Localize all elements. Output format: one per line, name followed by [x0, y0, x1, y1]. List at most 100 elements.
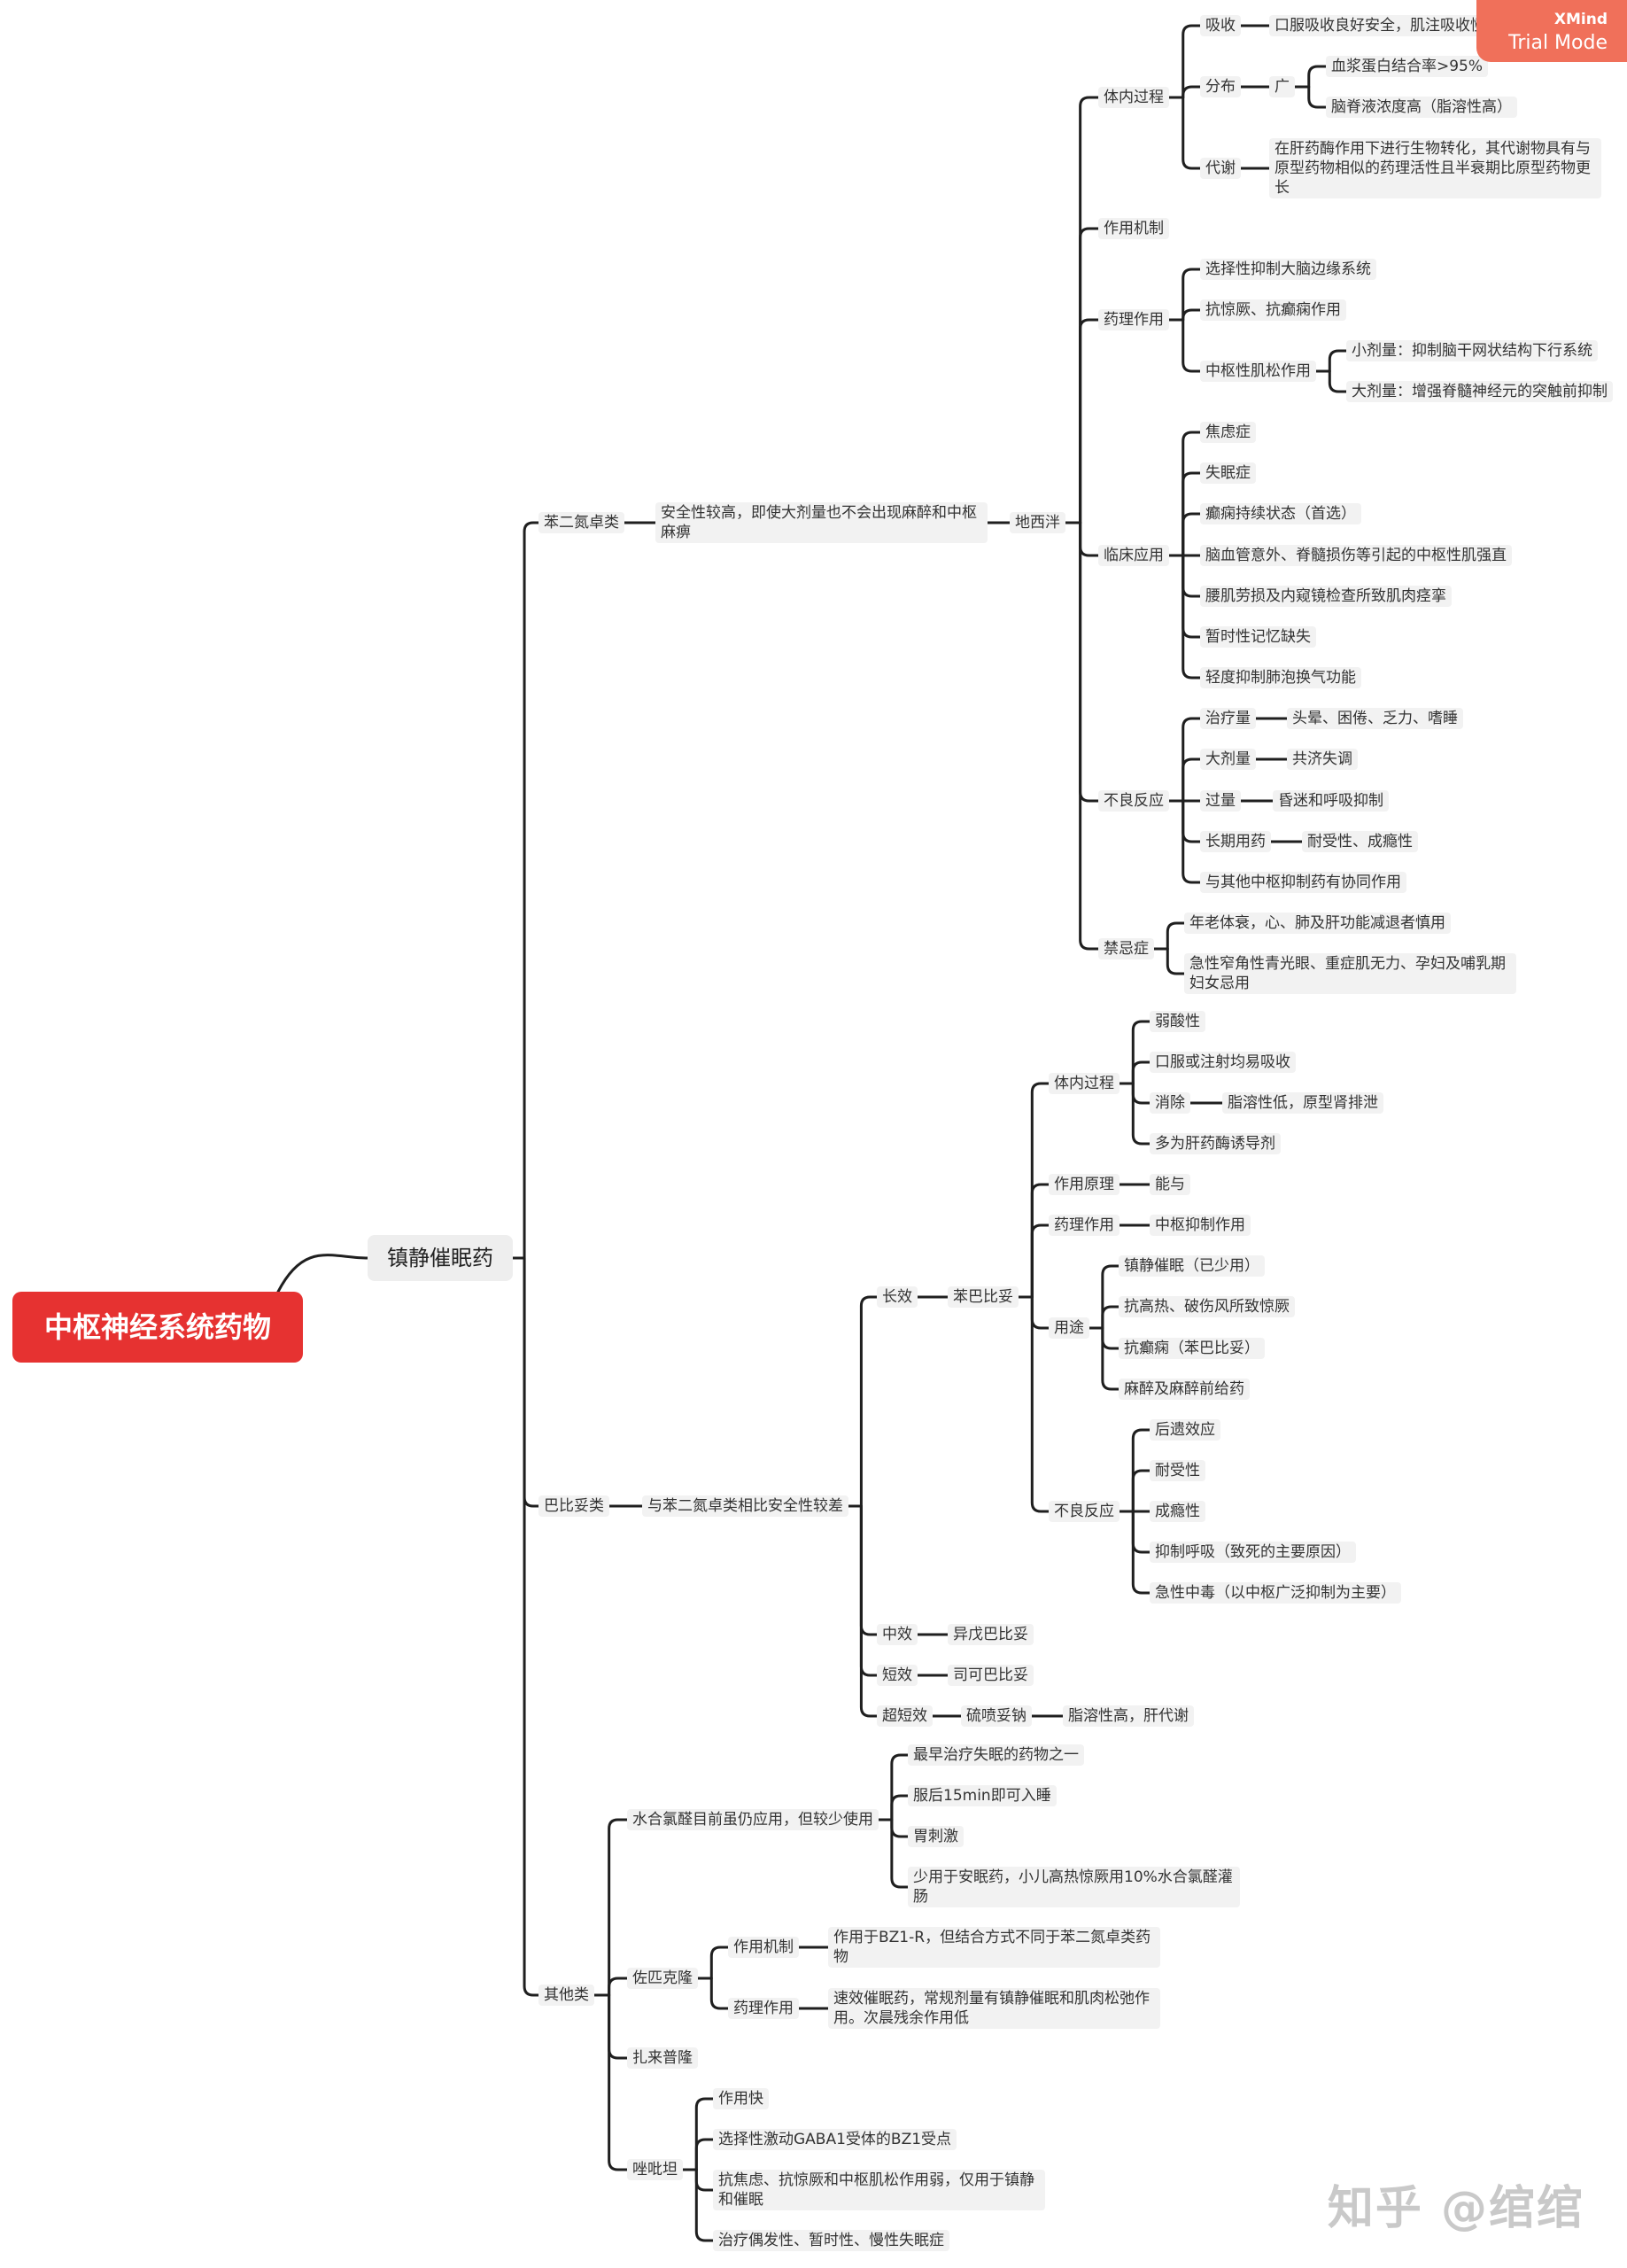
connector — [1167, 24, 1202, 99]
topic-node[interactable]: 作用于BZ1-R，但结合方式不同于苯二氮卓类药物 — [828, 1927, 1160, 1968]
topic-node[interactable]: 用途 — [1049, 1317, 1089, 1339]
topic-node[interactable]: 不良反应 — [1098, 790, 1169, 812]
topic-node[interactable]: 少用于安眠药，小儿高热惊厥用10%水合氯醛灌肠 — [908, 1867, 1240, 1907]
topic-node[interactable]: 后遗效应 — [1150, 1419, 1220, 1441]
topic-node[interactable]: 急性中毒（以中枢广泛抑制为主要） — [1150, 1582, 1401, 1604]
topic-node[interactable]: 司可巴比妥 — [948, 1665, 1034, 1686]
connector — [1167, 717, 1202, 803]
topic-node[interactable]: 超短效 — [877, 1705, 933, 1727]
connector — [1167, 799, 1202, 884]
topic-node[interactable]: 过量 — [1200, 790, 1241, 812]
topic-node[interactable]: 作用机制 — [728, 1937, 799, 1958]
topic-node[interactable]: 治疗量 — [1200, 708, 1256, 729]
topic-node[interactable]: 抗癫痫（苯巴比妥） — [1119, 1338, 1265, 1359]
topic-node[interactable]: 硫喷妥钠 — [961, 1705, 1032, 1727]
topic-node[interactable]: 镇静催眠（已少用） — [1119, 1255, 1265, 1277]
topic-node[interactable]: 多为肝药酶诱导剂 — [1150, 1133, 1281, 1154]
topic-node[interactable]: 弱酸性 — [1150, 1011, 1205, 1032]
topic-node[interactable]: 代谢 — [1200, 158, 1241, 179]
topic-node[interactable]: 不良反应 — [1049, 1501, 1120, 1522]
root-topic[interactable]: 中枢神经系统药物 — [12, 1292, 304, 1363]
connector — [1017, 1295, 1050, 1513]
topic-node[interactable]: 脑血管意外、脊髓损伤等引起的中枢性肌强直 — [1200, 545, 1512, 566]
topic-node[interactable]: 广 — [1269, 76, 1295, 97]
topic-node[interactable]: 脑脊液浓度高（脂溶性高） — [1326, 97, 1517, 118]
topic-node[interactable]: 作用机制 — [1098, 218, 1169, 239]
topic-node[interactable]: 脂溶性高，肝代谢 — [1063, 1705, 1194, 1727]
topic-node[interactable]: 扎来普隆 — [627, 2047, 698, 2069]
topic-node[interactable]: 胃刺激 — [908, 1826, 964, 1847]
topic-node[interactable]: 药理作用 — [728, 1998, 799, 2019]
topic-node[interactable]: 地西泮 — [1010, 512, 1065, 533]
topic-node[interactable]: 临床应用 — [1098, 545, 1169, 566]
topic-node[interactable]: 麻醉及麻醉前给药 — [1119, 1379, 1250, 1400]
topic-node[interactable]: 其他类 — [538, 1984, 594, 2006]
topic-node[interactable]: 水合氯醛目前虽仍应用，但较少使用 — [627, 1809, 879, 1830]
topic-node[interactable]: 选择性抑制大脑边缘系统 — [1200, 259, 1376, 280]
connector — [696, 1977, 730, 2010]
trial-mode-label: Trial Mode — [1508, 32, 1608, 54]
topic-node[interactable]: 速效催眠药，常规剂量有镇静催眠和肌肉松弛作用。次晨残余作用低 — [828, 1988, 1160, 2029]
topic-node[interactable]: 药理作用 — [1049, 1215, 1120, 1236]
connector — [1118, 1469, 1151, 1513]
topic-node[interactable]: 体内过程 — [1049, 1073, 1120, 1094]
topic-node[interactable]: 分布 — [1200, 76, 1241, 97]
topic-node[interactable]: 腰肌劳损及内窥镜检查所致肌肉痉挛 — [1200, 586, 1452, 607]
topic-node[interactable]: 消除 — [1150, 1092, 1190, 1114]
topic-node[interactable]: 中枢抑制作用 — [1150, 1215, 1251, 1236]
topic-node[interactable]: 抑制呼吸（致死的主要原因） — [1150, 1542, 1356, 1563]
topic-node[interactable]: 异戊巴比妥 — [948, 1624, 1034, 1645]
topic-node[interactable]: 短效 — [877, 1665, 918, 1686]
main-topic[interactable]: 镇静催眠药 — [368, 1235, 513, 1281]
topic-node[interactable]: 共济失调 — [1287, 749, 1358, 770]
topic-node[interactable]: 能与 — [1150, 1174, 1190, 1195]
topic-node[interactable]: 小剂量：抑制脑干网状结构下行系统 — [1346, 340, 1598, 361]
topic-node[interactable]: 头晕、困倦、乏力、嗜睡 — [1287, 708, 1463, 729]
topic-node[interactable]: 最早治疗失眠的药物之一 — [908, 1744, 1084, 1766]
topic-node[interactable]: 昏迷和呼吸抑制 — [1273, 790, 1389, 812]
topic-node[interactable]: 耐受性、成瘾性 — [1302, 831, 1418, 852]
topic-node[interactable]: 大剂量 — [1200, 749, 1256, 770]
topic-node[interactable]: 暂时性记忆缺失 — [1200, 626, 1316, 648]
topic-node[interactable]: 安全性较高，即使大剂量也不会出现麻醉和中枢麻痹 — [655, 502, 988, 543]
topic-node[interactable]: 成瘾性 — [1150, 1501, 1205, 1522]
connector — [847, 1504, 879, 1718]
topic-node[interactable]: 作用快 — [713, 2088, 769, 2109]
topic-node[interactable]: 抗高热、破伤风所致惊厥 — [1119, 1296, 1295, 1317]
topic-node[interactable]: 焦虑症 — [1200, 422, 1256, 443]
topic-node[interactable]: 中枢性肌松作用 — [1200, 361, 1316, 382]
topic-node[interactable]: 苯二氮卓类 — [538, 512, 624, 533]
topic-node[interactable]: 大剂量：增强脊髓神经元的突触前抑制 — [1346, 381, 1613, 402]
topic-node[interactable]: 失眠症 — [1200, 462, 1256, 484]
topic-node[interactable]: 在肝药酶作用下进行生物转化，其代谢物具有与原型药物相似的药理活性且半衰期比原型药… — [1269, 138, 1601, 198]
topic-node[interactable]: 口服或注射均易吸收 — [1150, 1052, 1296, 1073]
topic-node[interactable]: 血浆蛋白结合率>95% — [1326, 56, 1489, 77]
topic-node[interactable]: 轻度抑制肺泡换气功能 — [1200, 667, 1361, 688]
connector — [1064, 96, 1100, 524]
topic-node[interactable]: 巴比妥类 — [538, 1495, 609, 1517]
topic-node[interactable]: 苯巴比妥 — [948, 1286, 1019, 1308]
topic-node[interactable]: 吸收 — [1200, 15, 1241, 36]
topic-node[interactable]: 作用原理 — [1049, 1174, 1120, 1195]
connector — [696, 1946, 730, 1980]
topic-node[interactable]: 急性窄角性青光眼、重症肌无力、孕妇及哺乳期妇女忌用 — [1184, 953, 1516, 994]
topic-node[interactable]: 长期用药 — [1200, 831, 1271, 852]
topic-node[interactable]: 抗焦虑、抗惊厥和中枢肌松作用弱，仅用于镇静和催眠 — [713, 2170, 1045, 2210]
topic-node[interactable]: 与苯二氮卓类相比安全性较差 — [642, 1495, 848, 1517]
topic-node[interactable]: 治疗偶发性、暂时性、慢性失眠症 — [713, 2230, 949, 2251]
topic-node[interactable]: 服后15min即可入睡 — [908, 1785, 1057, 1806]
topic-node[interactable]: 药理作用 — [1098, 309, 1169, 330]
topic-node[interactable]: 禁忌症 — [1098, 938, 1154, 959]
topic-node[interactable]: 与其他中枢抑制药有协同作用 — [1200, 872, 1406, 893]
topic-node[interactable]: 耐受性 — [1150, 1460, 1205, 1481]
topic-node[interactable]: 中效 — [877, 1624, 918, 1645]
topic-node[interactable]: 佐匹克隆 — [627, 1968, 698, 1989]
topic-node[interactable]: 脂溶性低，原型肾排泄 — [1222, 1092, 1383, 1114]
topic-node[interactable]: 年老体衰，心、肺及肝功能减退者慎用 — [1184, 913, 1451, 934]
topic-node[interactable]: 唑吡坦 — [627, 2159, 683, 2180]
topic-node[interactable]: 抗惊厥、抗癫痫作用 — [1200, 299, 1346, 321]
topic-node[interactable]: 癫痫持续状态（首选） — [1200, 503, 1361, 524]
topic-node[interactable]: 长效 — [877, 1286, 918, 1308]
topic-node[interactable]: 体内过程 — [1098, 87, 1169, 108]
topic-node[interactable]: 选择性激动GABA1受体的BZ1受点 — [713, 2129, 957, 2150]
